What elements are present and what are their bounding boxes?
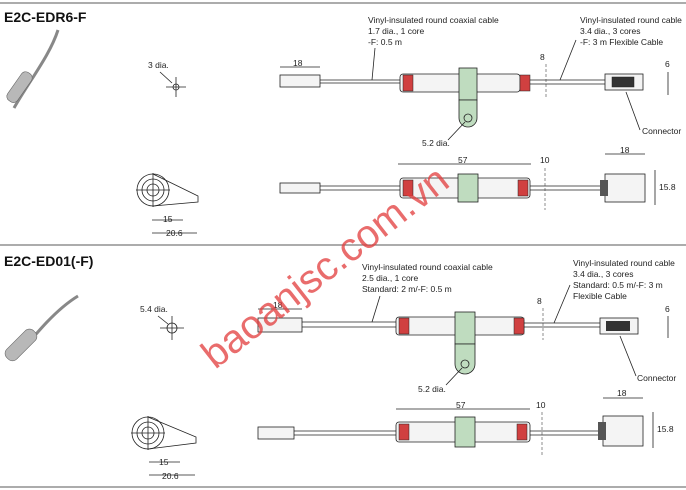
cable2-dia-2: 3.4 dia., 3 cores <box>573 269 633 279</box>
sensor-dia-label-1: 3 dia. <box>148 60 169 70</box>
dim-8-1: 8 <box>540 52 545 62</box>
hole-leader-1 <box>447 121 466 141</box>
cable1-dia-1: 1.7 dia., 1 core <box>368 26 425 36</box>
cable2-len-1: -F: 3 m Flexible Cable <box>580 37 663 47</box>
connector-label-2: Connector <box>637 373 676 383</box>
dim-6-2: 6 <box>665 304 670 314</box>
dim-10-1: 10 <box>540 155 550 165</box>
sensor-side-view-1 <box>279 67 644 128</box>
dim-18-2: 18 <box>273 300 283 310</box>
dim-158-2: 15.8 <box>657 424 674 434</box>
cable2-label-1: Vinyl-insulated round cable <box>580 15 682 25</box>
dim-8-2: 8 <box>537 296 542 306</box>
dim-15-1: 15 <box>163 214 173 224</box>
dim-158-1: 15.8 <box>659 182 676 192</box>
dim-18-1: 18 <box>293 58 303 68</box>
connector-leader-1 <box>625 91 641 131</box>
dim-57-1: 57 <box>458 155 468 165</box>
cable1-dia-2: 2.5 dia., 1 core <box>362 273 419 283</box>
dim-15-2: 15 <box>159 457 169 467</box>
hole-leader-2 <box>445 367 463 386</box>
hole-dia-label-2: 5.2 dia. <box>418 384 446 394</box>
sensor-bottom-view-1 <box>279 173 646 203</box>
dim-18b-2: 18 <box>617 388 627 398</box>
section2-title: E2C-ED01(-F) <box>4 253 93 269</box>
dim-206-2: 20.6 <box>162 471 179 481</box>
hole-dia-label-1: 5.2 dia. <box>422 138 450 148</box>
sensor-crosshair-2 <box>157 315 184 340</box>
cable1-leader-1 <box>371 47 376 81</box>
cable1-label-1: Vinyl-insulated round coaxial cable <box>368 15 499 25</box>
connector-label-1: Connector <box>642 126 681 136</box>
dim-6-1: 6 <box>665 59 670 69</box>
dim-18b-1: 18 <box>620 145 630 155</box>
connector-leader-2 <box>619 335 637 377</box>
cable2-len-2: Standard: 0.5 m/-F: 3 m <box>573 280 663 290</box>
cable2-flex-2: Flexible Cable <box>573 291 627 301</box>
cable1-len-2: Standard: 2 m/-F: 0.5 m <box>362 284 452 294</box>
cable2-leader-1 <box>559 39 577 81</box>
cable2-label-2: Vinyl-insulated round cable <box>573 258 675 268</box>
sensor-photo-2 <box>4 294 79 362</box>
cable2-leader-2 <box>553 284 571 324</box>
dim-10-2: 10 <box>536 400 546 410</box>
sensor-crosshair-1 <box>159 71 186 97</box>
sensor-end-view-2 <box>131 416 197 450</box>
section1-title: E2C-EDR6-F <box>4 9 87 25</box>
sensor-bottom-view-2 <box>257 415 644 448</box>
dim-206-1: 20.6 <box>166 228 183 238</box>
sensor-end-view-1 <box>136 173 199 207</box>
dim-57-2: 57 <box>456 400 466 410</box>
sensor-photo-1 <box>6 29 60 109</box>
cable1-leader-2 <box>371 295 381 323</box>
cable1-len-1: -F: 0.5 m <box>368 37 402 47</box>
sensor-dia-label-2: 5.4 dia. <box>140 304 168 314</box>
cable2-dia-1: 3.4 dia., 3 cores <box>580 26 640 36</box>
cable1-label-2: Vinyl-insulated round coaxial cable <box>362 262 493 272</box>
sensor-side-view-2 <box>257 311 639 375</box>
